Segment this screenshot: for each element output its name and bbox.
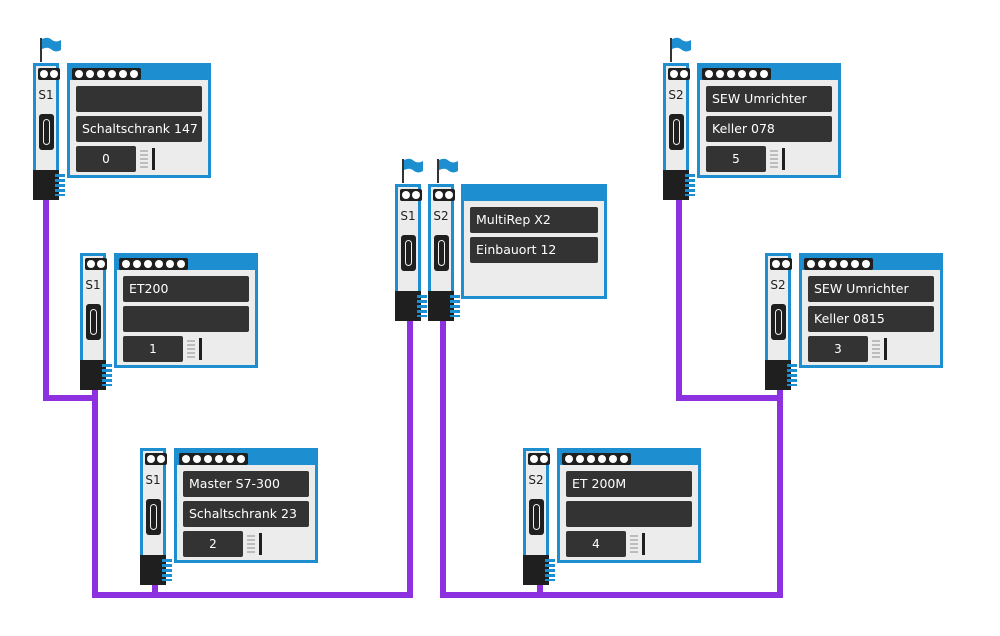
- connector-plug-icon: [529, 499, 544, 535]
- connector-plug-icon: [39, 114, 54, 150]
- device-name[interactable]: Master S7-300: [183, 471, 309, 497]
- terminal-dots-icon: [770, 258, 792, 270]
- device-address[interactable]: 0: [76, 146, 136, 172]
- device-address[interactable]: 3: [808, 336, 868, 362]
- address-dial: [247, 535, 255, 553]
- flag-icon: [400, 157, 424, 183]
- slot-label: S2: [528, 473, 544, 487]
- address-dial: [630, 535, 638, 553]
- bus-terminal: [428, 291, 460, 321]
- bus-terminal: [663, 170, 695, 200]
- connector-plug-icon: [771, 304, 786, 340]
- device-panel[interactable]: ET 200M 4: [557, 448, 701, 563]
- slot-label: S2: [770, 278, 786, 292]
- terminal-dots-icon: [562, 453, 631, 465]
- bus-terminal: [395, 291, 427, 321]
- address-dial: [152, 148, 155, 170]
- address-dial: [782, 148, 785, 170]
- connector-plug-icon: [401, 235, 416, 271]
- device-address[interactable]: 5: [706, 146, 766, 172]
- terminal-dots-icon: [668, 68, 690, 80]
- slot-label: S1: [85, 278, 101, 292]
- address-dial: [642, 533, 645, 555]
- address-dial: [187, 340, 195, 358]
- terminal-dots-icon: [38, 68, 60, 80]
- bus-terminal: [765, 360, 797, 390]
- terminal-dots-icon: [119, 258, 188, 270]
- address-dial: [259, 533, 262, 555]
- address-dial: [199, 338, 202, 360]
- connector-plug-icon: [146, 499, 161, 535]
- terminal-dots-icon: [400, 189, 422, 201]
- terminal-dots-icon: [145, 453, 167, 465]
- slot-label: S1: [145, 473, 161, 487]
- wire-segment: [92, 315, 413, 598]
- device-location[interactable]: Schaltschrank 147: [76, 116, 202, 142]
- connector-plug-icon: [434, 235, 449, 271]
- slot-label: S1: [38, 88, 54, 102]
- flag-icon: [668, 36, 692, 62]
- device-location[interactable]: [123, 306, 249, 332]
- repeater-name[interactable]: MultiRep X2: [470, 207, 598, 233]
- connector-plug-icon: [86, 304, 101, 340]
- device-location[interactable]: [566, 501, 692, 527]
- address-dial: [770, 150, 778, 168]
- terminal-dots-icon: [85, 258, 107, 270]
- flag-icon: [435, 157, 459, 183]
- slot-label: S1: [400, 209, 416, 223]
- slot-label: S2: [433, 209, 449, 223]
- repeater-panel[interactable]: MultiRep X2 Einbauort 12: [461, 184, 607, 299]
- device-location[interactable]: Schaltschrank 23: [183, 501, 309, 527]
- device-name[interactable]: SEW Umrichter: [706, 86, 832, 112]
- device-panel[interactable]: ET200 1: [114, 253, 258, 368]
- address-dial: [140, 150, 148, 168]
- device-name[interactable]: ET200: [123, 276, 249, 302]
- terminal-dots-icon: [702, 68, 771, 80]
- device-name[interactable]: ET 200M: [566, 471, 692, 497]
- flag-icon: [38, 36, 62, 62]
- wire-segment: [43, 195, 95, 401]
- address-dial: [872, 340, 880, 358]
- terminal-dots-icon: [179, 453, 248, 465]
- device-address[interactable]: 1: [123, 336, 183, 362]
- wire-segment: [676, 195, 780, 401]
- device-location[interactable]: Keller 078: [706, 116, 832, 142]
- device-name[interactable]: SEW Umrichter: [808, 276, 934, 302]
- terminal-dots-icon: [433, 189, 455, 201]
- device-panel[interactable]: Schaltschrank 147 0: [67, 63, 211, 178]
- device-address[interactable]: 4: [566, 531, 626, 557]
- terminal-dots-icon: [72, 68, 141, 80]
- device-location[interactable]: Keller 0815: [808, 306, 934, 332]
- bus-terminal: [80, 360, 112, 390]
- address-dial: [884, 338, 887, 360]
- repeater-location[interactable]: Einbauort 12: [470, 237, 598, 263]
- connector-plug-icon: [669, 114, 684, 150]
- slot-label: S2: [668, 88, 684, 102]
- bus-terminal: [140, 555, 172, 585]
- terminal-dots-icon: [804, 258, 873, 270]
- terminal-dots-icon: [528, 453, 550, 465]
- device-address[interactable]: 2: [183, 531, 243, 557]
- wire-segment: [440, 315, 783, 598]
- bus-terminal: [523, 555, 555, 585]
- device-name[interactable]: [76, 86, 202, 112]
- bus-terminal: [33, 170, 65, 200]
